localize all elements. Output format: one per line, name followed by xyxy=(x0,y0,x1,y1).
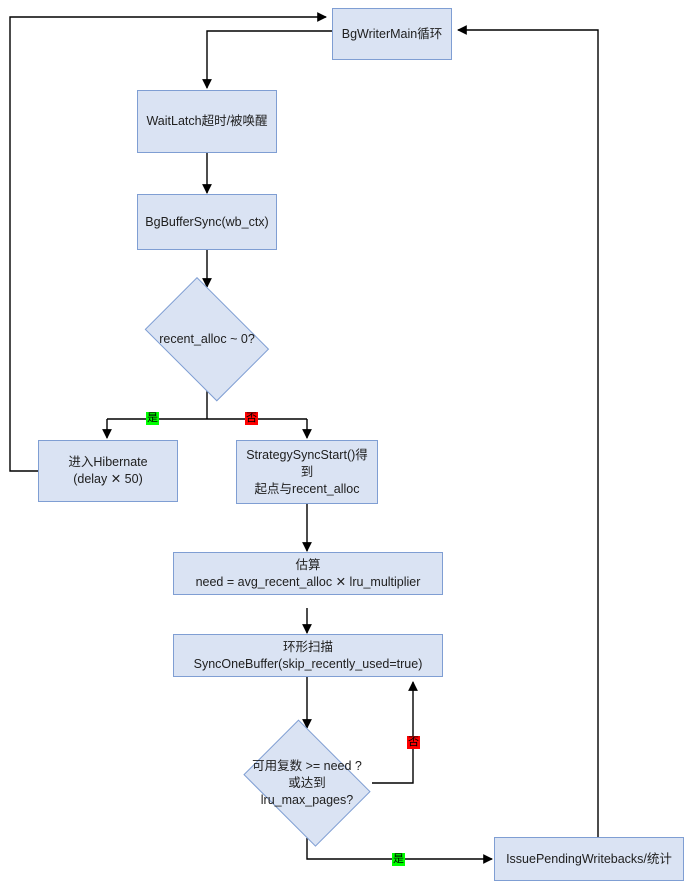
edge-enough-no-loop xyxy=(372,681,418,784)
edge-label-recentalloc-no: 否 xyxy=(245,412,258,425)
node-ringscan-label: 环形扫描 SyncOneBuffer(skip_recently_used=tr… xyxy=(193,639,423,671)
node-bgbuffersync[interactable]: BgBufferSync(wb_ctx) xyxy=(137,194,277,250)
edge-writebacks-to-bgwritermain xyxy=(457,25,599,838)
edge-enough-yes xyxy=(306,838,493,864)
edge-label-enough-no: 否 xyxy=(407,736,420,749)
node-recentalloc-decision-label: recent_alloc ~ 0? xyxy=(159,331,255,346)
node-waitlatch[interactable]: WaitLatch超时/被唤醒 xyxy=(137,90,277,153)
edge-bgwritermain-to-waitlatch xyxy=(202,30,332,89)
node-hibernate-label: 进入Hibernate (delay ✕ 50) xyxy=(68,455,148,486)
node-recentalloc-decision[interactable]: recent_alloc ~ 0? xyxy=(135,277,279,401)
node-ringscan[interactable]: 环形扫描 SyncOneBuffer(skip_recently_used=tr… xyxy=(173,634,443,677)
node-strategysyncstart[interactable]: StrategySyncStart()得到 起点与recent_alloc xyxy=(236,440,378,504)
node-waitlatch-label: WaitLatch超时/被唤醒 xyxy=(146,114,268,128)
edge-label-enough-yes: 是 xyxy=(392,853,405,866)
node-enough-decision-label: 可用复数 >= need ? 或达到 lru_max_pages? xyxy=(252,758,362,807)
node-strategysyncstart-label: StrategySyncStart()得到 起点与recent_alloc xyxy=(246,447,368,496)
edge-label-recentalloc-yes: 是 xyxy=(146,412,159,425)
node-hibernate[interactable]: 进入Hibernate (delay ✕ 50) xyxy=(38,440,178,502)
node-bgbuffersync-label: BgBufferSync(wb_ctx) xyxy=(145,214,269,229)
node-estimate-label: 估算 need = avg_recent_alloc ✕ lru_multipl… xyxy=(195,557,421,589)
node-writebacks[interactable]: IssuePendingWritebacks/统计 xyxy=(494,837,684,881)
node-bgwritermain[interactable]: BgWriterMain循环 xyxy=(332,8,452,60)
node-writebacks-label: IssuePendingWritebacks/统计 xyxy=(506,851,672,866)
node-enough-decision[interactable]: 可用复数 >= need ? 或达到 lru_max_pages? xyxy=(235,719,379,847)
node-estimate[interactable]: 估算 need = avg_recent_alloc ✕ lru_multipl… xyxy=(173,552,443,595)
edge-hibernate-to-bgwritermain xyxy=(9,12,327,472)
node-bgwritermain-label: BgWriterMain循环 xyxy=(341,26,443,41)
